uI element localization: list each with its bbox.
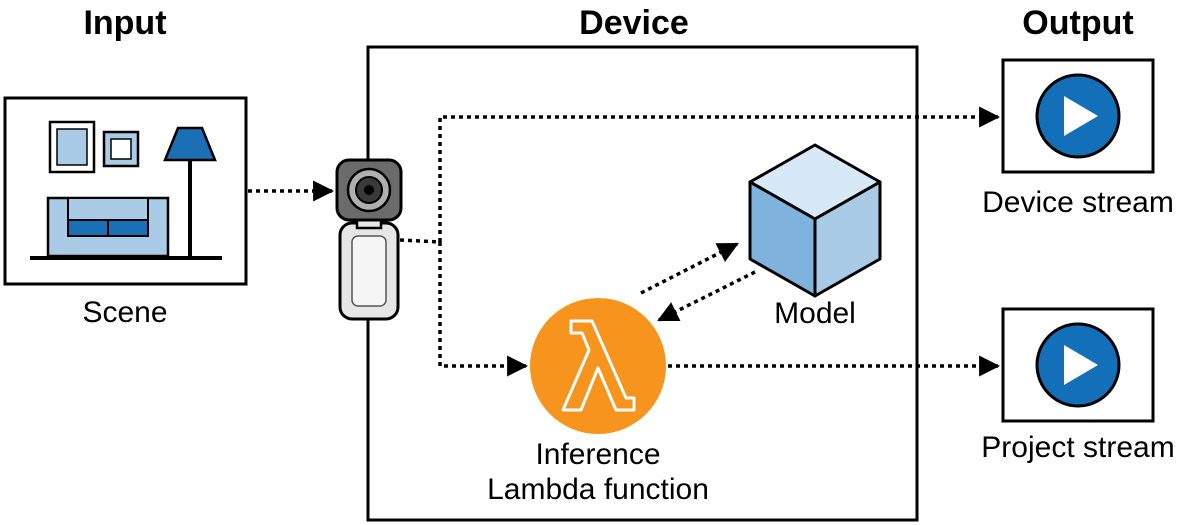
lambda-icon (530, 298, 666, 434)
living-room-scene-icon (30, 120, 222, 260)
arrow-model-to-lambda (657, 270, 756, 322)
device-stream-box (1001, 58, 1155, 174)
inference-label-line2: Lambda function (487, 473, 709, 506)
arrow-camera-to-lambda (438, 242, 529, 377)
project-stream-box (1001, 307, 1155, 423)
model-label: Model (774, 297, 856, 330)
cube-icon (748, 143, 882, 298)
project-stream-label: Project stream (981, 431, 1174, 464)
device-stream-label: Device stream (982, 186, 1174, 219)
play-icon (1035, 322, 1121, 408)
arrow-lambda-to-model (640, 242, 739, 295)
scene-box (3, 96, 248, 286)
scene-label: Scene (82, 296, 167, 329)
arrow-camera-to-device-stream (438, 106, 1001, 242)
camera-icon (335, 158, 403, 321)
output-header: Output (1022, 4, 1133, 42)
input-header: Input (83, 4, 166, 42)
play-icon (1035, 73, 1121, 159)
camera-output-line (399, 238, 441, 244)
device-header: Device (579, 4, 689, 42)
inference-label-line1: Inference (535, 438, 660, 471)
